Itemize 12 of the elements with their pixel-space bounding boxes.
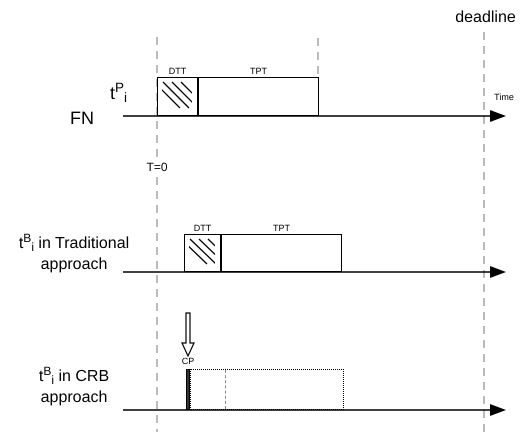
marker-label: CP	[182, 356, 194, 367]
dotted-box	[190, 369, 344, 410]
segment-label: TPT	[272, 223, 291, 233]
segment-label: TPT	[249, 66, 268, 76]
row-label: FN	[69, 107, 95, 130]
hollow-arrow	[181, 312, 195, 358]
segment-label: DTT	[168, 66, 188, 76]
axis-label: Time	[493, 91, 515, 104]
row-label: t$^{B}$$_{i}$ in Traditional approach	[18, 233, 130, 275]
deadline-label: deadline	[454, 8, 517, 28]
segment-label: DTT	[192, 223, 212, 233]
row-label: t$^{B}$$_{i}$ in CRB approach	[38, 366, 110, 408]
